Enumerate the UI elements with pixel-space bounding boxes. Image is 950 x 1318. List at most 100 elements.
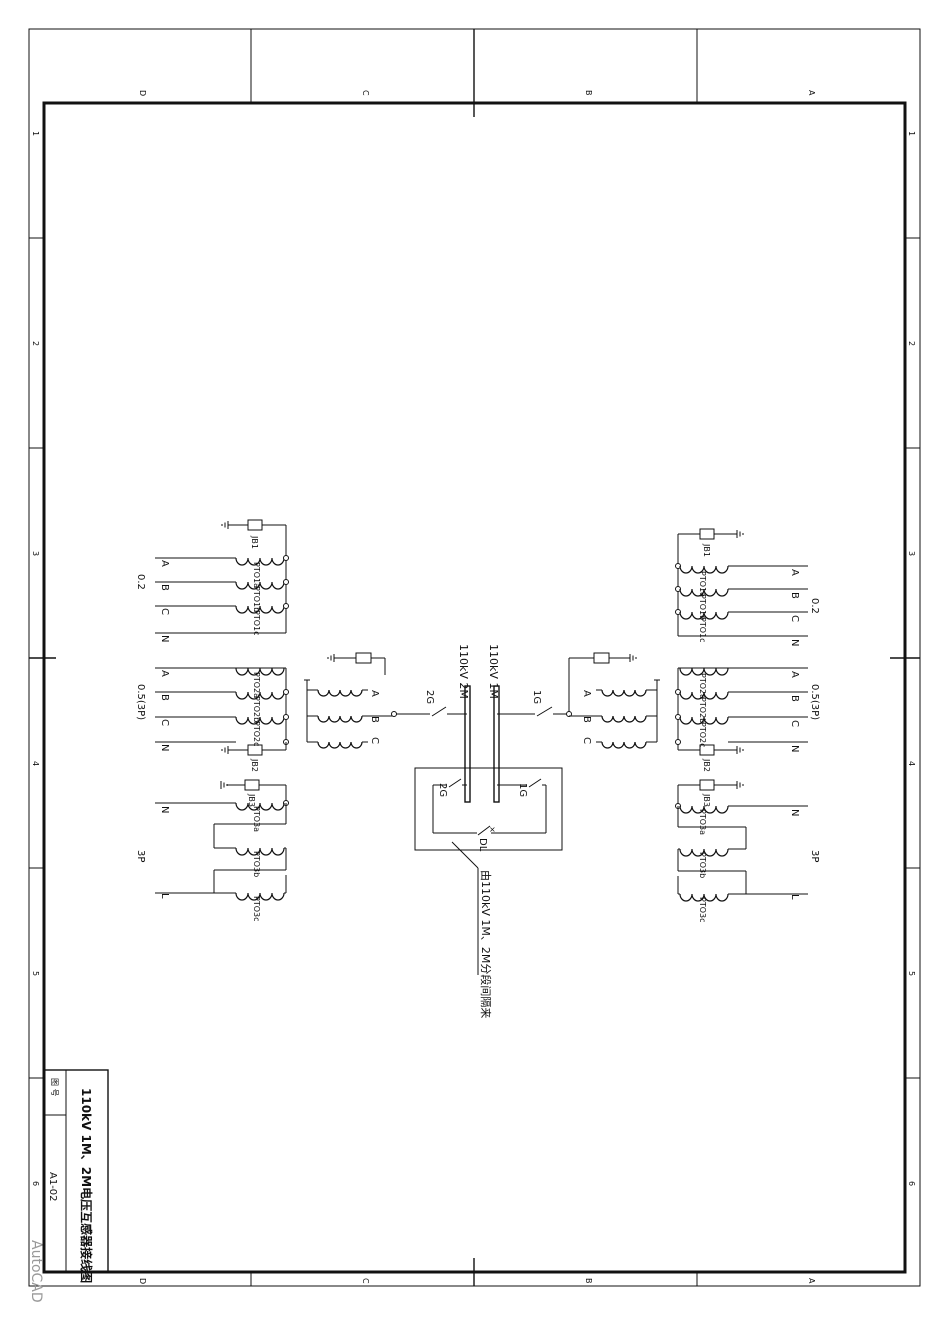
right-05-accuracy: 0.5(3P) — [809, 684, 820, 720]
col-label-bottom-a: A — [807, 1278, 816, 1284]
right-pto1b: PTO1b — [698, 594, 707, 620]
row-label-right-3: 3 — [907, 551, 916, 556]
autocad-watermark: AutoCAD — [28, 1240, 44, 1303]
left-3p-line: L — [159, 893, 170, 899]
right-05-phase-b: B — [789, 695, 800, 702]
row-label-left-4: 4 — [31, 761, 40, 766]
col-label-bottom-b: B — [584, 1278, 593, 1284]
col-label-bottom-c: C — [361, 1278, 370, 1284]
section-bay-box — [414, 767, 563, 851]
left-secondary-02: JB1 PTO1a PTO1b PTO1c A B C N 0.2 — [135, 519, 289, 642]
left-3p-accuracy: 3P — [135, 850, 146, 862]
drawing-inner-frame — [42, 101, 907, 1274]
sheet-outer-border — [28, 28, 921, 1287]
left-secondary-3p: JB3 PTO3a PTO3b PTO3c N L 3P — [135, 779, 289, 922]
right-3p-line: L — [789, 894, 800, 900]
section-caption: 由110kV 1M、2M分段间隔来 — [479, 870, 493, 1018]
left-pto3c: PTO3c — [252, 896, 261, 922]
right-secondary-05: JB2 PTO2a PTO2b PTO2c A B C N 0.5(3P) — [675, 667, 820, 772]
breaker-label: DL — [477, 838, 488, 852]
right-02-phase-a: A — [789, 569, 800, 576]
left-05-phase-a: A — [159, 670, 170, 677]
right-jb3-label: JB3 — [702, 793, 711, 807]
right-jb2-label: JB2 — [702, 758, 711, 772]
right-pto3b: PTO3b — [698, 852, 707, 878]
left-primary-phase-b: B — [369, 716, 380, 723]
right-pto2b: PTO2b — [698, 697, 707, 723]
row-label-left-1: 1 — [31, 131, 40, 136]
right-pto2a: PTO2a — [698, 673, 707, 699]
row-label-left-2: 2 — [31, 341, 40, 346]
row-label-right-2: 2 — [907, 341, 916, 346]
right-secondary-3p: JB3 PTO3a PTO3b PTO3c N L 3P — [675, 779, 820, 923]
right-05-phase-c: C — [789, 720, 800, 727]
col-label-top-d: D — [138, 90, 147, 96]
right-jb1-label: JB1 — [702, 543, 711, 557]
left-primary-phase-a: A — [369, 690, 380, 697]
row-label-left-5: 5 — [31, 971, 40, 976]
drawing-number-label: 图 号 — [50, 1078, 59, 1097]
title-block: 图 号 A1-02 110kV 1M、2M电压互感器接线图 — [43, 1069, 109, 1283]
left-05-neutral: N — [159, 744, 170, 751]
right-02-accuracy: 0.2 — [809, 598, 820, 614]
right-02-phase-c: C — [789, 615, 800, 622]
row-label-right-4: 4 — [907, 761, 916, 766]
right-pto3a: PTO3a — [698, 809, 707, 835]
left-02-phase-a: A — [159, 560, 170, 567]
row-label-right-6: 6 — [907, 1181, 916, 1186]
left-05-accuracy: 0.5(3P) — [135, 684, 146, 720]
left-pto2a: PTO2a — [252, 672, 261, 698]
col-label-top-b: B — [584, 90, 593, 96]
left-05-phase-c: C — [159, 719, 170, 726]
row-label-left-6: 6 — [31, 1181, 40, 1186]
left-jb3-label: JB3 — [247, 793, 256, 807]
row-label-left-3: 3 — [31, 551, 40, 556]
box-1g-label: 1G — [517, 783, 528, 797]
right-05-phase-a: A — [789, 671, 800, 678]
right-05-neutral: N — [789, 745, 800, 752]
left-primary-phase-c: C — [369, 737, 380, 744]
right-pto2c: PTO2c — [698, 722, 707, 748]
left-secondary-05: JB2 PTO2a PTO2b PTO2c A B C N 0.5(3P) — [135, 667, 289, 772]
left-primary-pt: A B C — [304, 652, 397, 749]
col-label-bottom-d: D — [138, 1278, 147, 1284]
left-pto2b: PTO2b — [252, 696, 261, 722]
center-bus-section: 110kV 2M 110kV 1M 2G 1G 2G 1G × DL — [394, 644, 569, 1018]
bus-2m — [464, 685, 471, 803]
right-primary-pt: A B C — [566, 652, 660, 749]
left-pto1b: PTO1b — [252, 586, 261, 612]
left-02-accuracy: 0.2 — [135, 574, 146, 590]
left-jb1-label: JB1 — [250, 535, 259, 549]
breaker-cross-mark: × — [489, 825, 496, 834]
left-02-phase-b: B — [159, 584, 170, 591]
left-pto3a: PTO3a — [252, 806, 261, 832]
col-label-top-a: A — [807, 90, 816, 96]
left-pto1a: PTO1a — [252, 562, 261, 588]
row-label-right-5: 5 — [907, 971, 916, 976]
right-pto1a: PTO1a — [698, 571, 707, 597]
right-secondary-02: JB1 PTO1a PTO1b PTO1c A B C N 0.2 — [675, 528, 820, 646]
right-02-neutral: N — [789, 639, 800, 646]
drawing-number: A1-02 — [47, 1172, 58, 1202]
left-02-neutral: N — [159, 635, 170, 642]
left-pto1c: PTO1c — [252, 610, 261, 636]
right-pto1c: PTO1c — [698, 617, 707, 643]
zone-labels: D C B A D C B A 1 2 3 4 5 6 1 2 3 4 5 6 — [31, 90, 916, 1284]
right-02-phase-b: B — [789, 592, 800, 599]
left-jb2-label: JB2 — [250, 758, 259, 772]
switch-1g-label: 1G — [531, 690, 542, 704]
left-pto2c: PTO2c — [252, 721, 261, 747]
bus-1m-label: 110kV 1M — [487, 644, 500, 699]
col-label-top-c: C — [361, 90, 370, 96]
right-primary-phase-a: A — [581, 690, 592, 697]
drawing-title: 110kV 1M、2M电压互感器接线图 — [79, 1088, 94, 1283]
row-label-right-1: 1 — [907, 131, 916, 136]
left-pto3b: PTO3b — [252, 851, 261, 877]
box-2g-label: 2G — [437, 783, 448, 797]
switch-2g-label: 2G — [424, 690, 435, 704]
left-05-phase-b: B — [159, 694, 170, 701]
bus-2m-label: 110kV 2M — [457, 644, 470, 699]
right-3p-neutral: N — [789, 809, 800, 816]
left-3p-neutral: N — [159, 806, 170, 813]
